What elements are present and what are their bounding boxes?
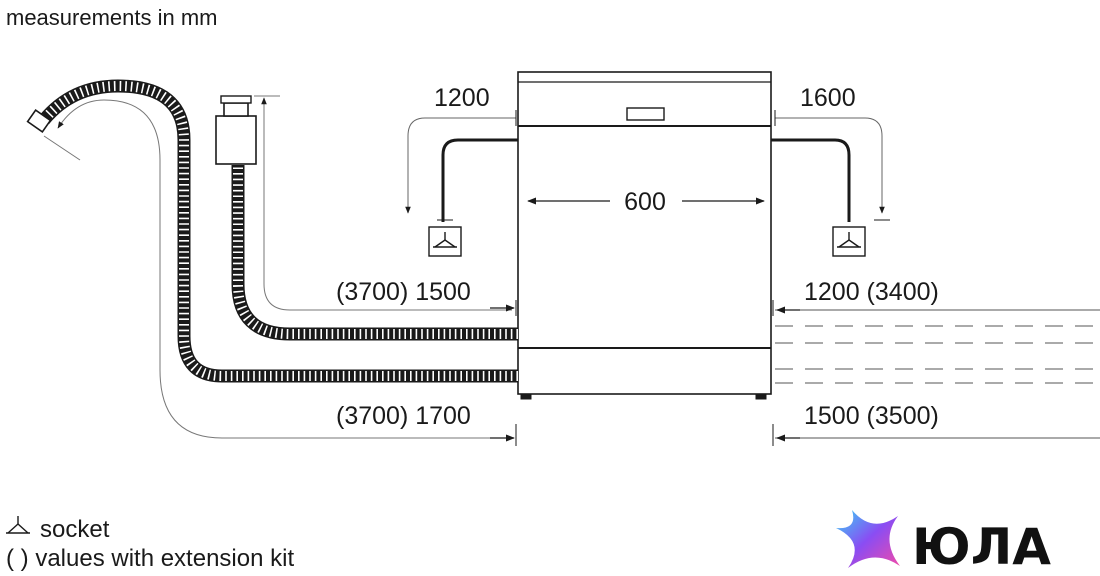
power-cable-left xyxy=(405,110,518,222)
width-dimension: 600 xyxy=(527,188,765,216)
power-cable-right xyxy=(771,110,885,222)
legend-socket: socket xyxy=(40,516,110,543)
power-right-height: 1600 xyxy=(800,84,856,112)
units-note: measurements in mm xyxy=(6,5,218,30)
dishwasher-front xyxy=(517,71,772,400)
drain-hose-dimension xyxy=(254,95,512,311)
drain-hose xyxy=(215,95,518,341)
supply-right-label: 1500 (3500) xyxy=(804,402,939,430)
supply-hose xyxy=(26,79,518,383)
yula-logo-icon xyxy=(836,510,900,568)
supply-hose-dimension xyxy=(43,99,512,439)
right-hose-guides xyxy=(775,309,1100,439)
socket-icon xyxy=(6,516,30,534)
power-left-height: 1200 xyxy=(434,84,490,112)
width-label: 600 xyxy=(624,188,666,216)
drain-left-label: (3700) 1500 xyxy=(336,278,471,306)
legend-extension: ( ) values with extension kit xyxy=(6,545,294,572)
supply-left-label: (3700) 1700 xyxy=(336,402,471,430)
drain-right-label: 1200 (3400) xyxy=(804,278,939,306)
socket-icon xyxy=(832,226,866,257)
socket-icon xyxy=(428,226,462,257)
logo-text: ЮЛА xyxy=(912,518,1051,576)
